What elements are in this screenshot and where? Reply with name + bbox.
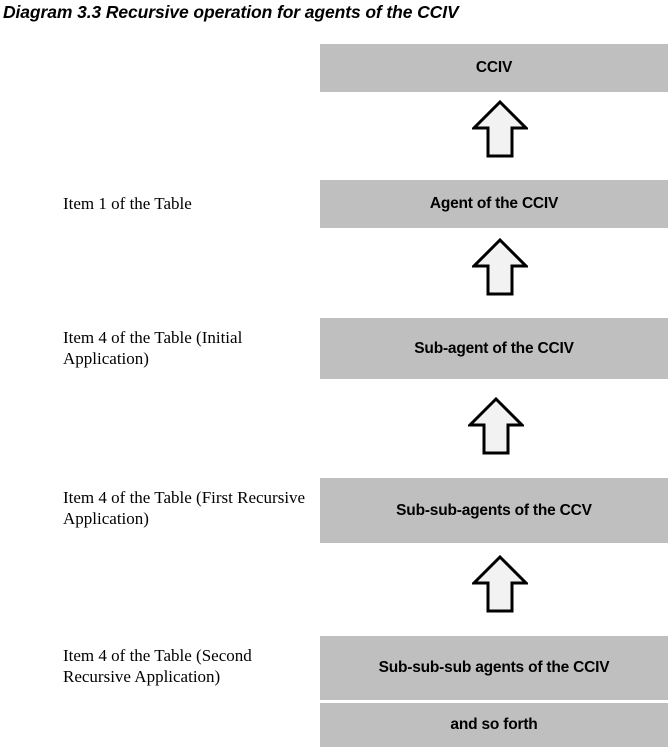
arrow-up-icon-2 [472, 238, 528, 296]
row-label-item-1: Item 1 of the Table [63, 194, 192, 213]
box-and-so-forth: and so forth [320, 703, 668, 747]
box-sub-sub-sub-agents-of-the-cciv: Sub-sub-sub agents of the CCIV [320, 636, 668, 700]
row-label-item-4-second-recursive: Item 4 of the Table (Second Recursive Ap… [63, 646, 252, 686]
box-label-agent-of-the-cciv: Agent of the CCIV [429, 195, 559, 212]
box-sub-sub-agents-of-the-ccv: Sub-sub-agents of the CCV [320, 478, 668, 543]
box-agent-of-the-cciv: Agent of the CCIV [320, 180, 668, 228]
box-cciv: CCIV [320, 44, 668, 92]
box-label-sub-sub-sub-agents-of-the-cciv: Sub-sub-sub agents of the CCIV [378, 659, 610, 676]
row-label-item-4-initial: Item 4 of the Table (Initial Application… [63, 328, 243, 368]
page-title: Diagram 3.3 Recursive operation for agen… [3, 2, 459, 22]
box-sub-agent-of-the-cciv: Sub-agent of the CCIV [320, 318, 668, 379]
box-label-cciv: CCIV [475, 59, 513, 76]
arrow-up-icon-3 [468, 397, 524, 455]
arrow-up-icon-4 [472, 555, 528, 613]
row-label-item-4-first-recursive: Item 4 of the Table (First Recursive App… [63, 488, 306, 528]
arrow-up-icon-1 [472, 100, 528, 158]
box-label-sub-agent-of-the-cciv: Sub-agent of the CCIV [414, 339, 574, 357]
box-label-and-so-forth: and so forth [450, 716, 538, 733]
box-label-sub-sub-agents-of-the-ccv: Sub-sub-agents of the CCV [396, 501, 592, 519]
